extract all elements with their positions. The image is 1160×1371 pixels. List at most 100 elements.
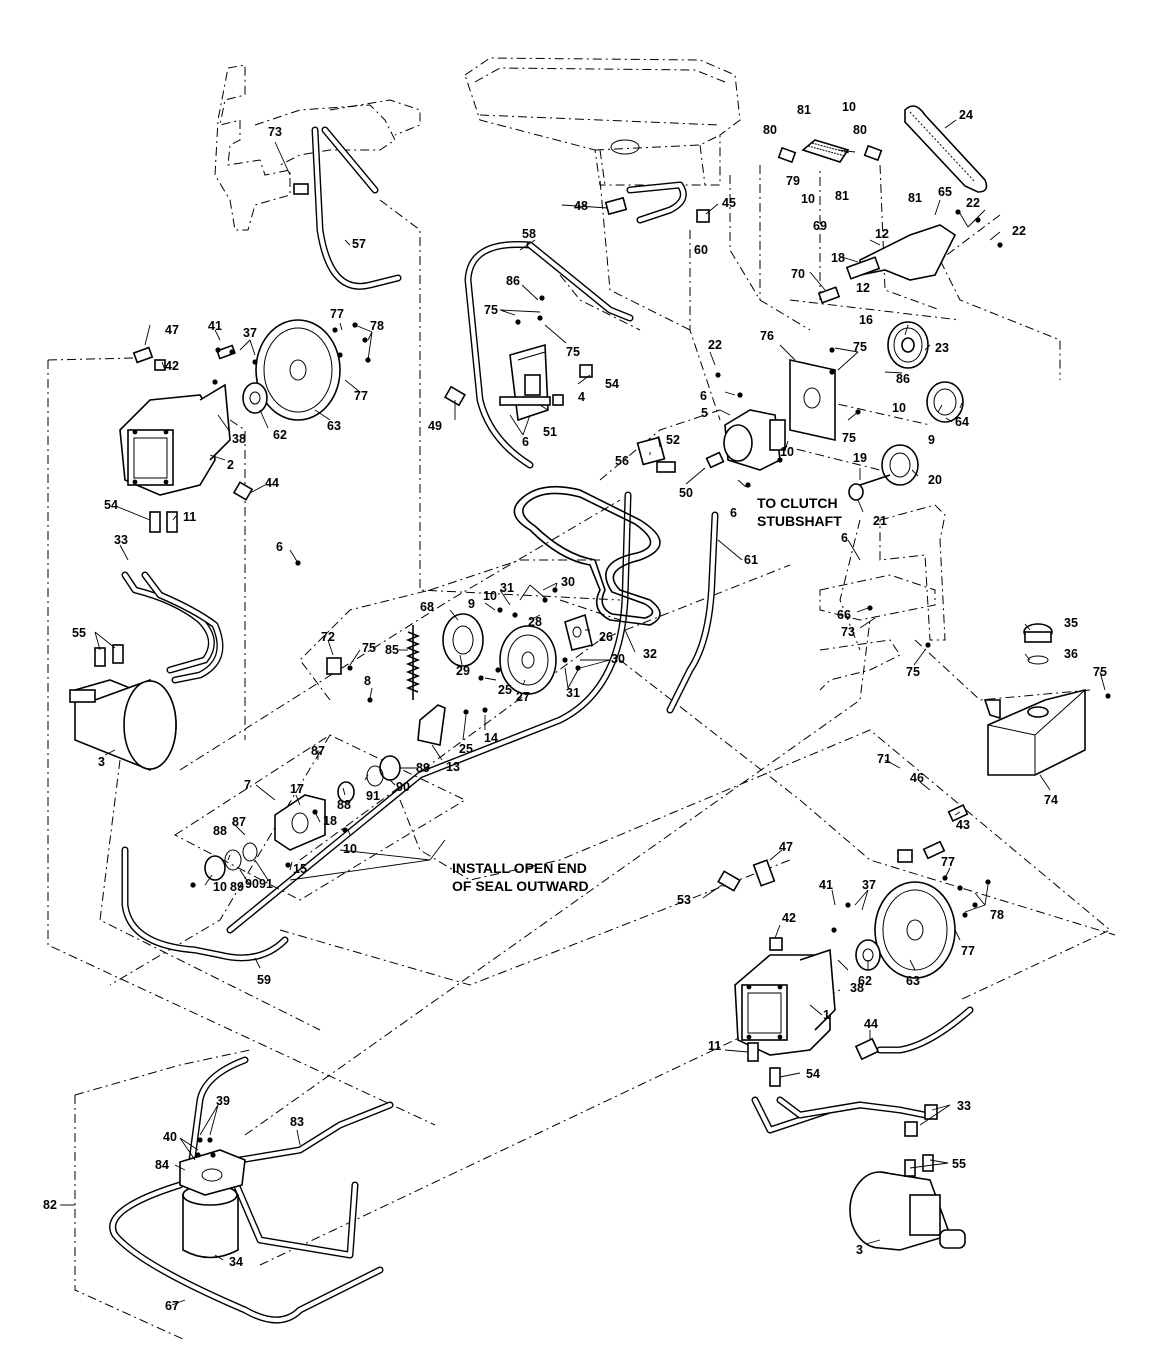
callout-37-right: 37 [862, 878, 876, 892]
spring-85 [405, 625, 421, 700]
callout-30-upper: 30 [561, 575, 575, 589]
callout-57: 57 [352, 237, 366, 251]
callout-35: 35 [1064, 616, 1078, 630]
callout-44-right: 44 [864, 1017, 878, 1031]
hydraulic-tank-74 [983, 623, 1086, 776]
callout-22-motor: 22 [708, 338, 722, 352]
callout-15: 15 [293, 862, 307, 876]
hoses [109, 126, 974, 1324]
callout-90-lower: 90 [245, 877, 259, 891]
callout-69: 69 [813, 219, 827, 233]
callout-36: 36 [1064, 647, 1078, 661]
seal-note-line2: OF SEAL OUTWARD [452, 878, 589, 894]
idler-pulley-64 [926, 381, 964, 423]
callout-58: 58 [522, 227, 536, 241]
callout-4: 4 [578, 390, 585, 404]
callout-48: 48 [574, 199, 588, 213]
callout-76: 76 [760, 329, 774, 343]
callout-10-housing: 10 [343, 842, 357, 856]
callout-43: 43 [956, 818, 970, 832]
callout-91-upper: 91 [366, 789, 380, 803]
oil-filter-34 [179, 1149, 246, 1259]
callout-38-right: 38 [850, 981, 864, 995]
callout-81-top: 81 [797, 103, 811, 117]
callout-7: 7 [244, 778, 251, 792]
callout-27: 27 [516, 690, 530, 704]
callout-9-idler-assy: 9 [468, 597, 475, 611]
callout-63-right: 63 [906, 974, 920, 988]
callout-89-upper: 89 [416, 761, 430, 775]
callout-32: 32 [643, 647, 657, 661]
callout-31-upper: 31 [500, 581, 514, 595]
callout-77-right-upper: 77 [941, 855, 955, 869]
callout-41-left: 41 [208, 319, 222, 333]
clutch-note-line1: TO CLUTCH [757, 495, 838, 511]
callout-75-tank: 75 [1093, 665, 1107, 679]
callout-40: 40 [163, 1130, 177, 1144]
callout-62-left: 62 [273, 428, 287, 442]
callout-75-manifold-left: 75 [484, 303, 498, 317]
callout-59: 59 [257, 973, 271, 987]
callout-68: 68 [420, 600, 434, 614]
callout-18-housing: 18 [323, 814, 337, 828]
callout-3-left: 3 [98, 755, 105, 769]
callout-67: 67 [165, 1299, 179, 1313]
callout-81-arm: 81 [908, 191, 922, 205]
callout-80-right: 80 [853, 123, 867, 137]
callout-75-idler: 75 [362, 641, 376, 655]
callout-6-manifold: 6 [522, 435, 529, 449]
callout-23: 23 [935, 341, 949, 355]
callout-60: 60 [694, 243, 708, 257]
callout-6-bracket: 6 [841, 531, 848, 545]
frame-bracket-right [819, 504, 946, 691]
callout-14: 14 [484, 731, 498, 745]
callout-75-manifold-right: 75 [566, 345, 580, 359]
callout-28: 28 [528, 615, 542, 629]
callout-29: 29 [456, 664, 470, 678]
assembly-center-lines [47, 164, 1116, 1341]
callout-12-lower: 12 [856, 281, 870, 295]
callout-62-right: 62 [858, 974, 872, 988]
callout-81-spring: 81 [835, 189, 849, 203]
callout-13: 13 [446, 760, 460, 774]
callout-65: 65 [938, 185, 952, 199]
callout-37-left: 37 [243, 326, 257, 340]
callout-91-lower: 91 [259, 877, 273, 891]
callout-73: 73 [268, 125, 282, 139]
pulley-16 [887, 321, 929, 369]
callout-30-lower: 30 [611, 652, 625, 666]
clutch-stubshaft-note: TO CLUTCH STUBSHAFT [757, 495, 842, 529]
callout-56: 56 [615, 454, 629, 468]
callout-74: 74 [1044, 793, 1058, 807]
leader-lines [60, 119, 1106, 1306]
callout-82: 82 [43, 1198, 57, 1212]
callout-64: 64 [955, 415, 969, 429]
callout-39: 39 [216, 1094, 230, 1108]
callout-33-right: 33 [957, 1099, 971, 1113]
callout-77-left-lower: 77 [354, 389, 368, 403]
callout-70: 70 [791, 267, 805, 281]
callout-11-left: 11 [183, 510, 196, 524]
callout-2: 2 [227, 458, 234, 472]
bearing-housing-7 [174, 734, 467, 901]
callout-22-right: 22 [1012, 224, 1026, 238]
callout-66: 66 [837, 608, 851, 622]
callout-47-right: 47 [779, 840, 793, 854]
callout-79: 79 [786, 174, 800, 188]
callout-86: 86 [506, 274, 520, 288]
callout-75-bracket: 75 [906, 665, 920, 679]
hydraulic-motor-5 [723, 409, 786, 471]
callout-10-idler: 10 [892, 401, 906, 415]
callout-55-right: 55 [952, 1157, 966, 1171]
callout-53: 53 [677, 893, 691, 907]
callout-86-plate: 86 [896, 372, 910, 386]
callout-50: 50 [679, 486, 693, 500]
callout-11-right: 11 [708, 1039, 721, 1053]
callout-6-motor: 6 [700, 389, 707, 403]
callout-78-left: 78 [370, 319, 384, 333]
callout-10-lower: 10 [213, 880, 227, 894]
callout-44-left: 44 [265, 476, 279, 490]
pulley-20 [848, 444, 919, 501]
callout-12-upper: 12 [875, 227, 889, 241]
